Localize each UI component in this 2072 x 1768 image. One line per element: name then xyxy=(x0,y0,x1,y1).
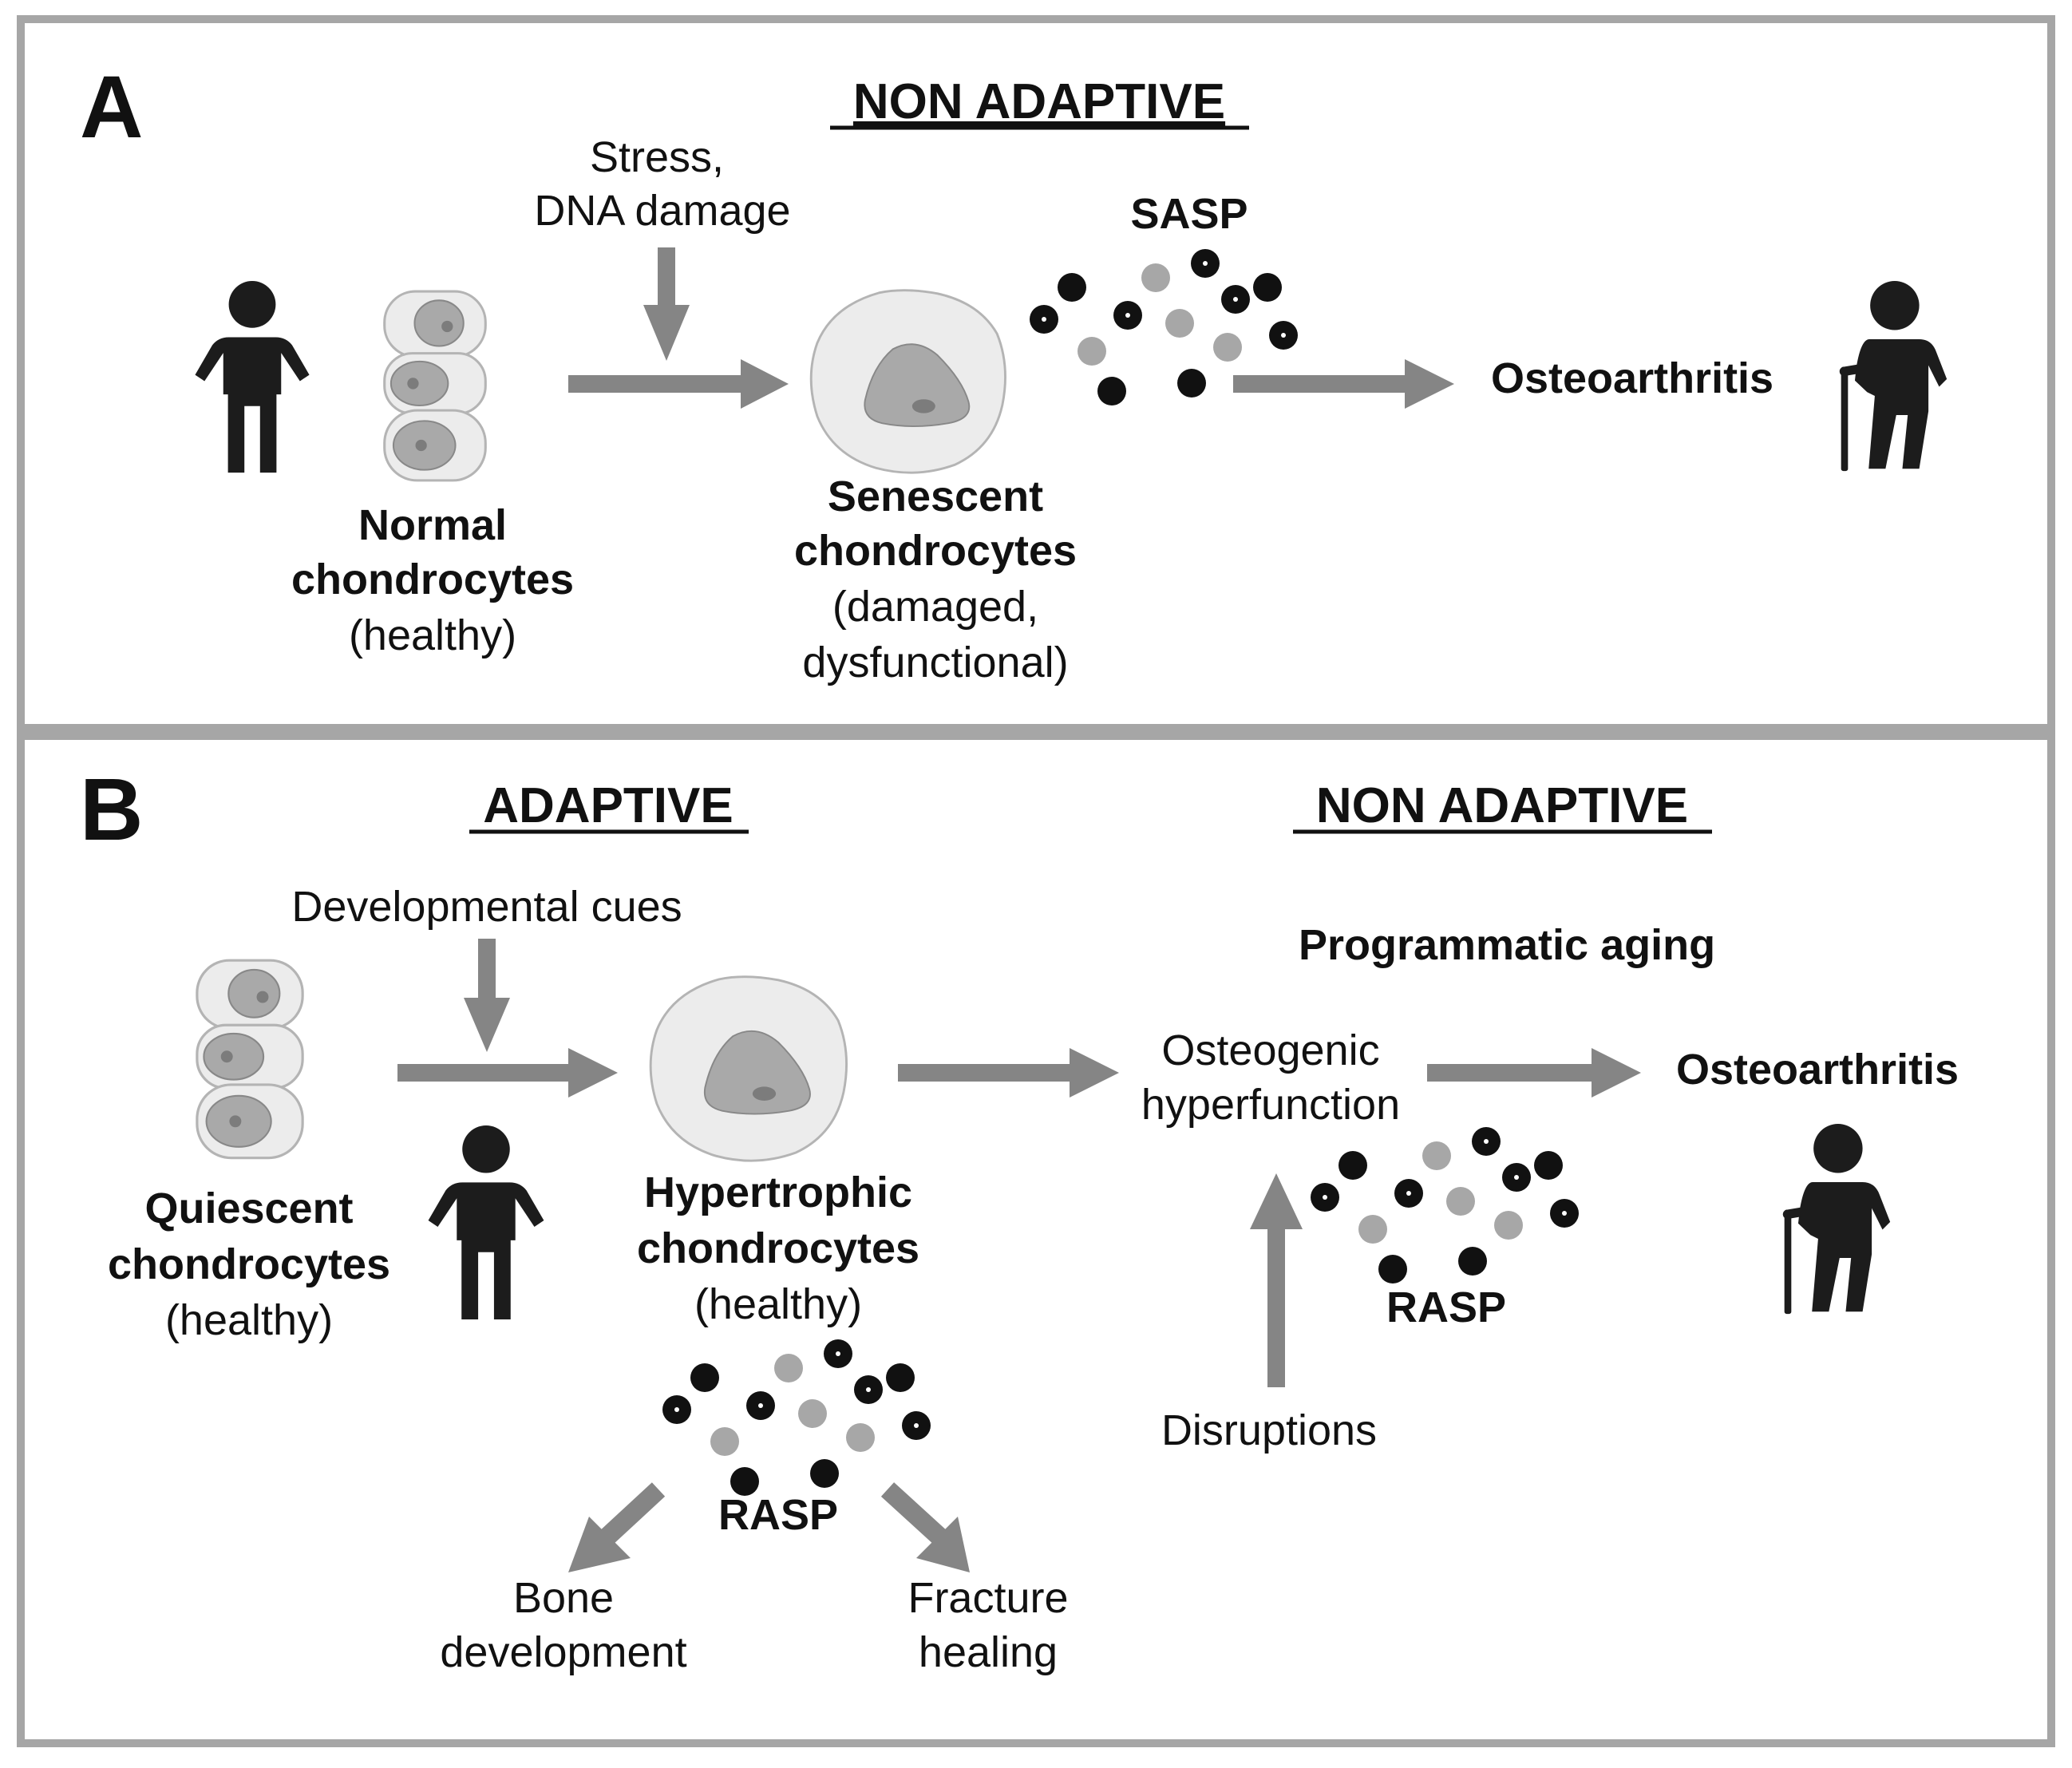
panel-b-heading-adaptive: ADAPTIVE xyxy=(483,778,733,833)
stress-label-line2: DNA damage xyxy=(534,187,790,235)
rasp-right-factor-dot-speck xyxy=(1562,1211,1567,1216)
rasp-right-factor-dot-speck xyxy=(1514,1175,1519,1180)
sasp-factor-dot xyxy=(1058,273,1086,302)
hypertrophic-chondrocytes-line3: (healthy) xyxy=(694,1280,862,1328)
rasp-right-factor-dot xyxy=(1422,1141,1451,1170)
panel-b-osteoarthritis: Osteoarthritis xyxy=(1676,1046,1959,1094)
cues-arrow-down xyxy=(464,939,510,1052)
senescent-chondrocytes-line1: Senescent xyxy=(828,473,1043,520)
rasp-right-factor-dot xyxy=(1378,1255,1407,1283)
hypertrophic-chondrocyte-cell-icon xyxy=(649,975,848,1162)
stress-label-line1: Stress, xyxy=(590,133,724,181)
arrow-to-hypertrophic xyxy=(397,1048,618,1098)
arrow-to-osteoarthritis-b xyxy=(1427,1048,1641,1098)
rasp-right-factor-dot-speck xyxy=(1484,1139,1489,1144)
sasp-factor-dot-speck xyxy=(1281,333,1286,338)
sasp-label: SASP xyxy=(1130,190,1248,238)
rasp-center-factor-dot xyxy=(774,1354,803,1382)
sasp-factor-dot xyxy=(1177,369,1206,398)
quiescent-chondrocytes-line2: chondrocytes xyxy=(108,1240,390,1288)
sasp-factor-dot-speck xyxy=(1125,313,1130,318)
hypertrophic-chondrocytes-line2: chondrocytes xyxy=(637,1224,919,1272)
sasp-factor-dot-speck xyxy=(1233,297,1238,302)
panel-b-label: B xyxy=(80,761,143,859)
developmental-cues-label: Developmental cues xyxy=(291,883,682,931)
rasp-center-factor-dot xyxy=(690,1363,719,1392)
arrow-to-bone-development xyxy=(568,1482,666,1572)
bone-development-line1: Bone xyxy=(513,1574,614,1622)
sasp-factor-dot xyxy=(1078,337,1106,366)
arrow-to-senescent xyxy=(568,359,789,409)
panel-a-osteoarthritis: Osteoarthritis xyxy=(1491,354,1773,402)
rasp-center-factor-dot xyxy=(846,1423,875,1452)
senescent-chondrocytes-line4: dysfunctional) xyxy=(802,639,1068,686)
quiescent-chondrocytes-line3: (healthy) xyxy=(165,1296,333,1344)
sasp-factor-dot xyxy=(1097,377,1126,405)
quiescent-chondrocytes-line1: Quiescent xyxy=(144,1185,353,1232)
sasp-factor-dot xyxy=(1141,263,1170,292)
panel-a-heading: NON ADAPTIVE xyxy=(853,74,1225,129)
bone-development-line2: development xyxy=(440,1628,686,1676)
sasp-factor-dots-icon xyxy=(1030,249,1298,405)
sasp-factor-dot xyxy=(1253,273,1282,302)
rasp-right-factor-dot xyxy=(1358,1215,1387,1244)
rasp-center-factor-dot-speck xyxy=(866,1387,871,1392)
rasp-center-factor-dot xyxy=(798,1399,827,1428)
rasp-right-factor-dot xyxy=(1338,1151,1367,1180)
rasp-center-factor-dot xyxy=(730,1467,759,1496)
panel-a-label: A xyxy=(80,58,143,156)
sasp-factor-dot xyxy=(1165,309,1194,338)
rasp-right-factor-dot xyxy=(1446,1187,1475,1216)
arrow-to-osteogenic xyxy=(898,1048,1119,1098)
rasp-right-factor-dot xyxy=(1494,1211,1523,1240)
osteogenic-hyperfunction-line2: hyperfunction xyxy=(1141,1081,1400,1129)
rasp-center-factor-dot-speck xyxy=(674,1407,679,1412)
quiescent-chondrocyte-cell-icon xyxy=(196,959,304,1160)
rasp-right-factor-dots-icon xyxy=(1311,1127,1579,1283)
fracture-healing-line1: Fracture xyxy=(907,1574,1068,1622)
rasp-right-factor-dot xyxy=(1458,1247,1487,1276)
rasp-center-factor-dot-speck xyxy=(914,1423,919,1428)
normal-chondrocytes-line1: Normal xyxy=(358,501,507,549)
rasp-center-factor-dot xyxy=(710,1427,739,1456)
panel-b-frame xyxy=(17,732,2055,1747)
programmatic-aging-label: Programmatic aging xyxy=(1299,921,1715,969)
osteogenic-hyperfunction-line1: Osteogenic xyxy=(1161,1026,1379,1074)
elderly-person-with-cane-icon xyxy=(1785,1124,1890,1314)
rasp-center-factor-dots-icon xyxy=(662,1339,931,1496)
rasp-right-factor-dot xyxy=(1534,1151,1563,1180)
rasp-center-factor-dot xyxy=(886,1363,915,1392)
hypertrophic-chondrocytes-line1: Hypertrophic xyxy=(644,1169,912,1216)
arrow-to-fracture-healing xyxy=(880,1482,970,1572)
rasp-center-label: RASP xyxy=(718,1491,838,1539)
disruptions-arrow-up xyxy=(1250,1173,1303,1387)
normal-chondrocyte-cell-icon xyxy=(383,290,487,482)
rasp-center-factor-dot xyxy=(810,1459,839,1488)
normal-chondrocytes-line2: chondrocytes xyxy=(291,556,574,603)
child-figure-icon xyxy=(195,281,310,473)
senescent-chondrocytes-line3: (damaged, xyxy=(832,583,1038,631)
rasp-center-factor-dot-speck xyxy=(758,1403,763,1408)
sasp-factor-dot-speck xyxy=(1042,317,1046,322)
panel-b-heading-nonadaptive: NON ADAPTIVE xyxy=(1316,778,1688,833)
arrow-to-osteoarthritis-a xyxy=(1233,359,1454,409)
panel-a-frame xyxy=(17,15,2055,732)
disruptions-label: Disruptions xyxy=(1161,1406,1377,1454)
normal-chondrocytes-line3: (healthy) xyxy=(349,611,516,659)
senescent-chondrocytes-line2: chondrocytes xyxy=(794,527,1077,575)
stress-arrow-down xyxy=(643,247,690,361)
elderly-person-with-cane-icon xyxy=(1841,281,1947,471)
sasp-factor-dot xyxy=(1213,333,1242,362)
rasp-right-factor-dot-speck xyxy=(1323,1195,1327,1200)
rasp-right-factor-dot-speck xyxy=(1406,1191,1411,1196)
rasp-right-label: RASP xyxy=(1386,1283,1506,1331)
rasp-center-factor-dot-speck xyxy=(836,1351,840,1356)
senescent-chondrocyte-cell-icon xyxy=(809,289,1006,474)
fracture-healing-line2: healing xyxy=(919,1628,1058,1676)
sasp-factor-dot-speck xyxy=(1203,261,1208,266)
child-figure-icon xyxy=(428,1125,544,1320)
